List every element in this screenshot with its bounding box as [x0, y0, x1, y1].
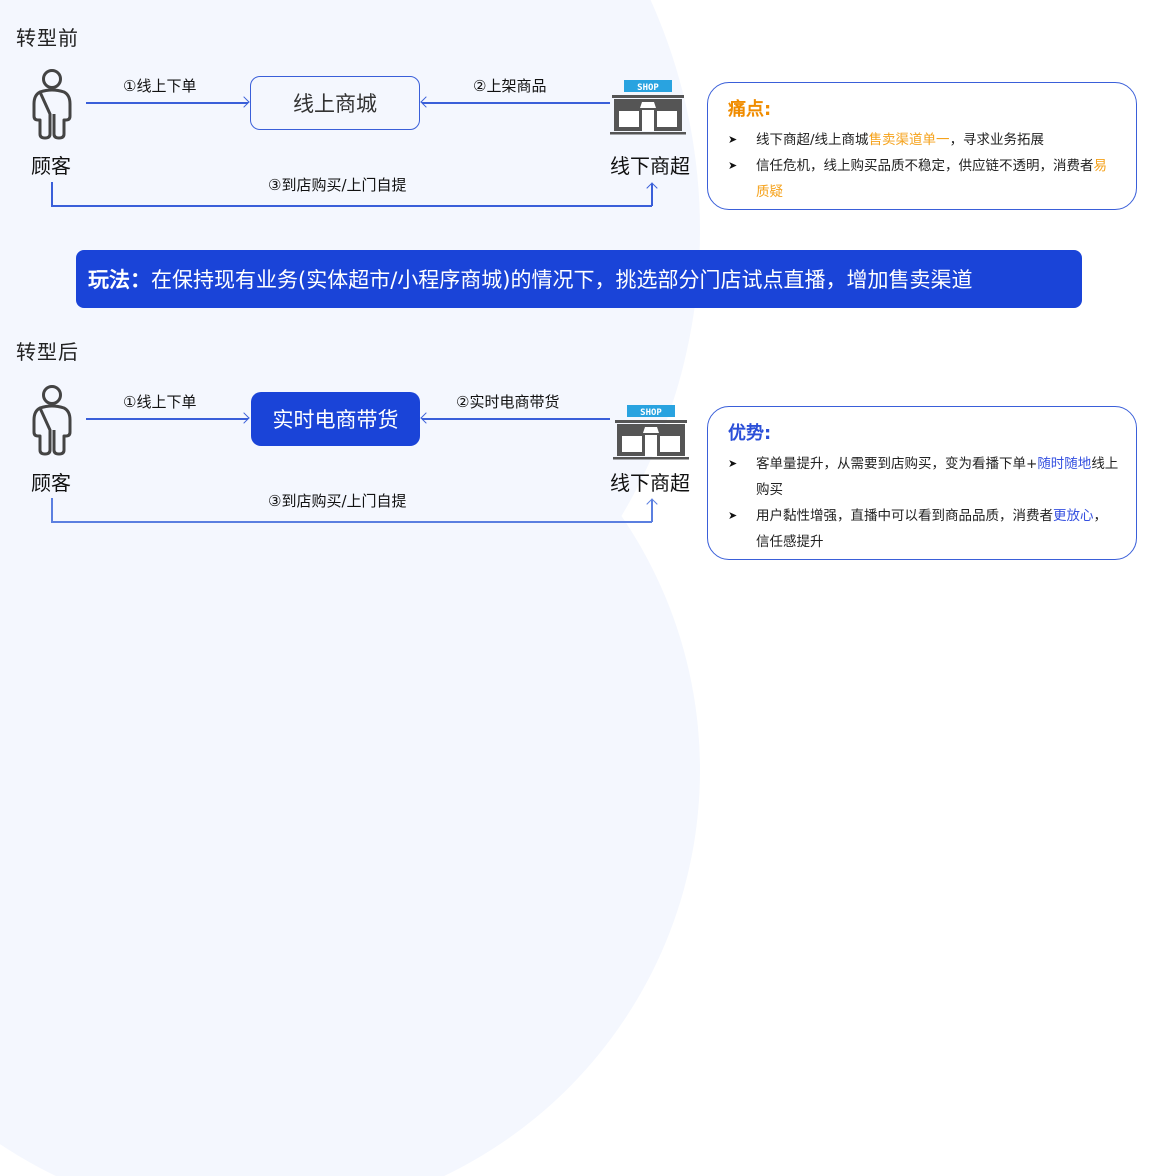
pain-point-item: 线下商超/线上商城售卖渠道单一，寻求业务拓展 — [728, 127, 1120, 153]
svg-text:SHOP: SHOP — [640, 408, 662, 418]
edge-in-store-pickup-vertical — [51, 182, 53, 206]
edge-live-commerce — [422, 418, 610, 420]
edge-list-products — [422, 102, 610, 104]
callout-title-pain-points: 痛点: — [728, 99, 772, 120]
edge-in-store-pickup-up — [651, 184, 653, 206]
store-label-after: 线下商超 — [610, 471, 690, 495]
store-label-before: 线下商超 — [610, 154, 690, 178]
person-icon — [32, 385, 72, 456]
person-icon — [32, 69, 72, 140]
edge-in-store-pickup-horizontal — [51, 521, 652, 523]
shop-icon: SHOP — [610, 80, 686, 135]
advantage-item: 客单量提升，从需要到店购买，变为看播下单+随时随地线上购买 — [728, 451, 1120, 503]
node-live-commerce: 实时电商带货 — [251, 392, 420, 446]
edge-label-order-online: ①线上下单 — [123, 77, 197, 95]
edge-order-online — [86, 418, 248, 420]
section-title-after: 转型后 — [16, 340, 79, 364]
callout-title-advantages: 优势: — [728, 423, 772, 444]
shop-icon: SHOP — [613, 405, 689, 460]
edge-in-store-pickup-vertical — [51, 498, 53, 522]
pain-point-item: 信任危机，线上购买品质不稳定，供应链不透明，消费者易质疑 — [728, 153, 1120, 205]
callout-advantages: 优势: 客单量提升，从需要到店购买，变为看播下单+随时随地线上购买 用户黏性增强… — [707, 406, 1137, 560]
customer-label-before: 顾客 — [31, 154, 71, 178]
edge-in-store-pickup-up — [651, 500, 653, 522]
edge-label-in-store-pickup: ③到店购买/上门自提 — [268, 176, 407, 194]
banner-text: 在保持现有业务(实体超市/小程序商城)的情况下，挑选部分门店试点直播，增加售卖渠… — [151, 268, 973, 292]
strategy-banner: 玩法： 在保持现有业务(实体超市/小程序商城)的情况下，挑选部分门店试点直播，增… — [76, 250, 1082, 308]
section-title-before: 转型前 — [16, 26, 79, 50]
node-online-mall: 线上商城 — [250, 76, 420, 130]
edge-label-in-store-pickup: ③到店购买/上门自提 — [268, 492, 407, 510]
edge-label-order-online: ①线上下单 — [123, 393, 197, 411]
customer-label-after: 顾客 — [31, 471, 71, 495]
edge-in-store-pickup-horizontal — [51, 205, 652, 207]
banner-label: 玩法： — [88, 268, 151, 292]
arrow-up-icon — [646, 498, 658, 510]
svg-text:SHOP: SHOP — [637, 83, 659, 93]
edge-label-list-products: ②上架商品 — [473, 77, 547, 95]
edge-order-online — [86, 102, 248, 104]
advantage-item: 用户黏性增强，直播中可以看到商品品质，消费者更放心，信任感提升 — [728, 503, 1120, 555]
callout-pain-points: 痛点: 线下商超/线上商城售卖渠道单一，寻求业务拓展 信任危机，线上购买品质不稳… — [707, 82, 1137, 210]
edge-label-live-commerce: ②实时电商带货 — [456, 393, 560, 411]
